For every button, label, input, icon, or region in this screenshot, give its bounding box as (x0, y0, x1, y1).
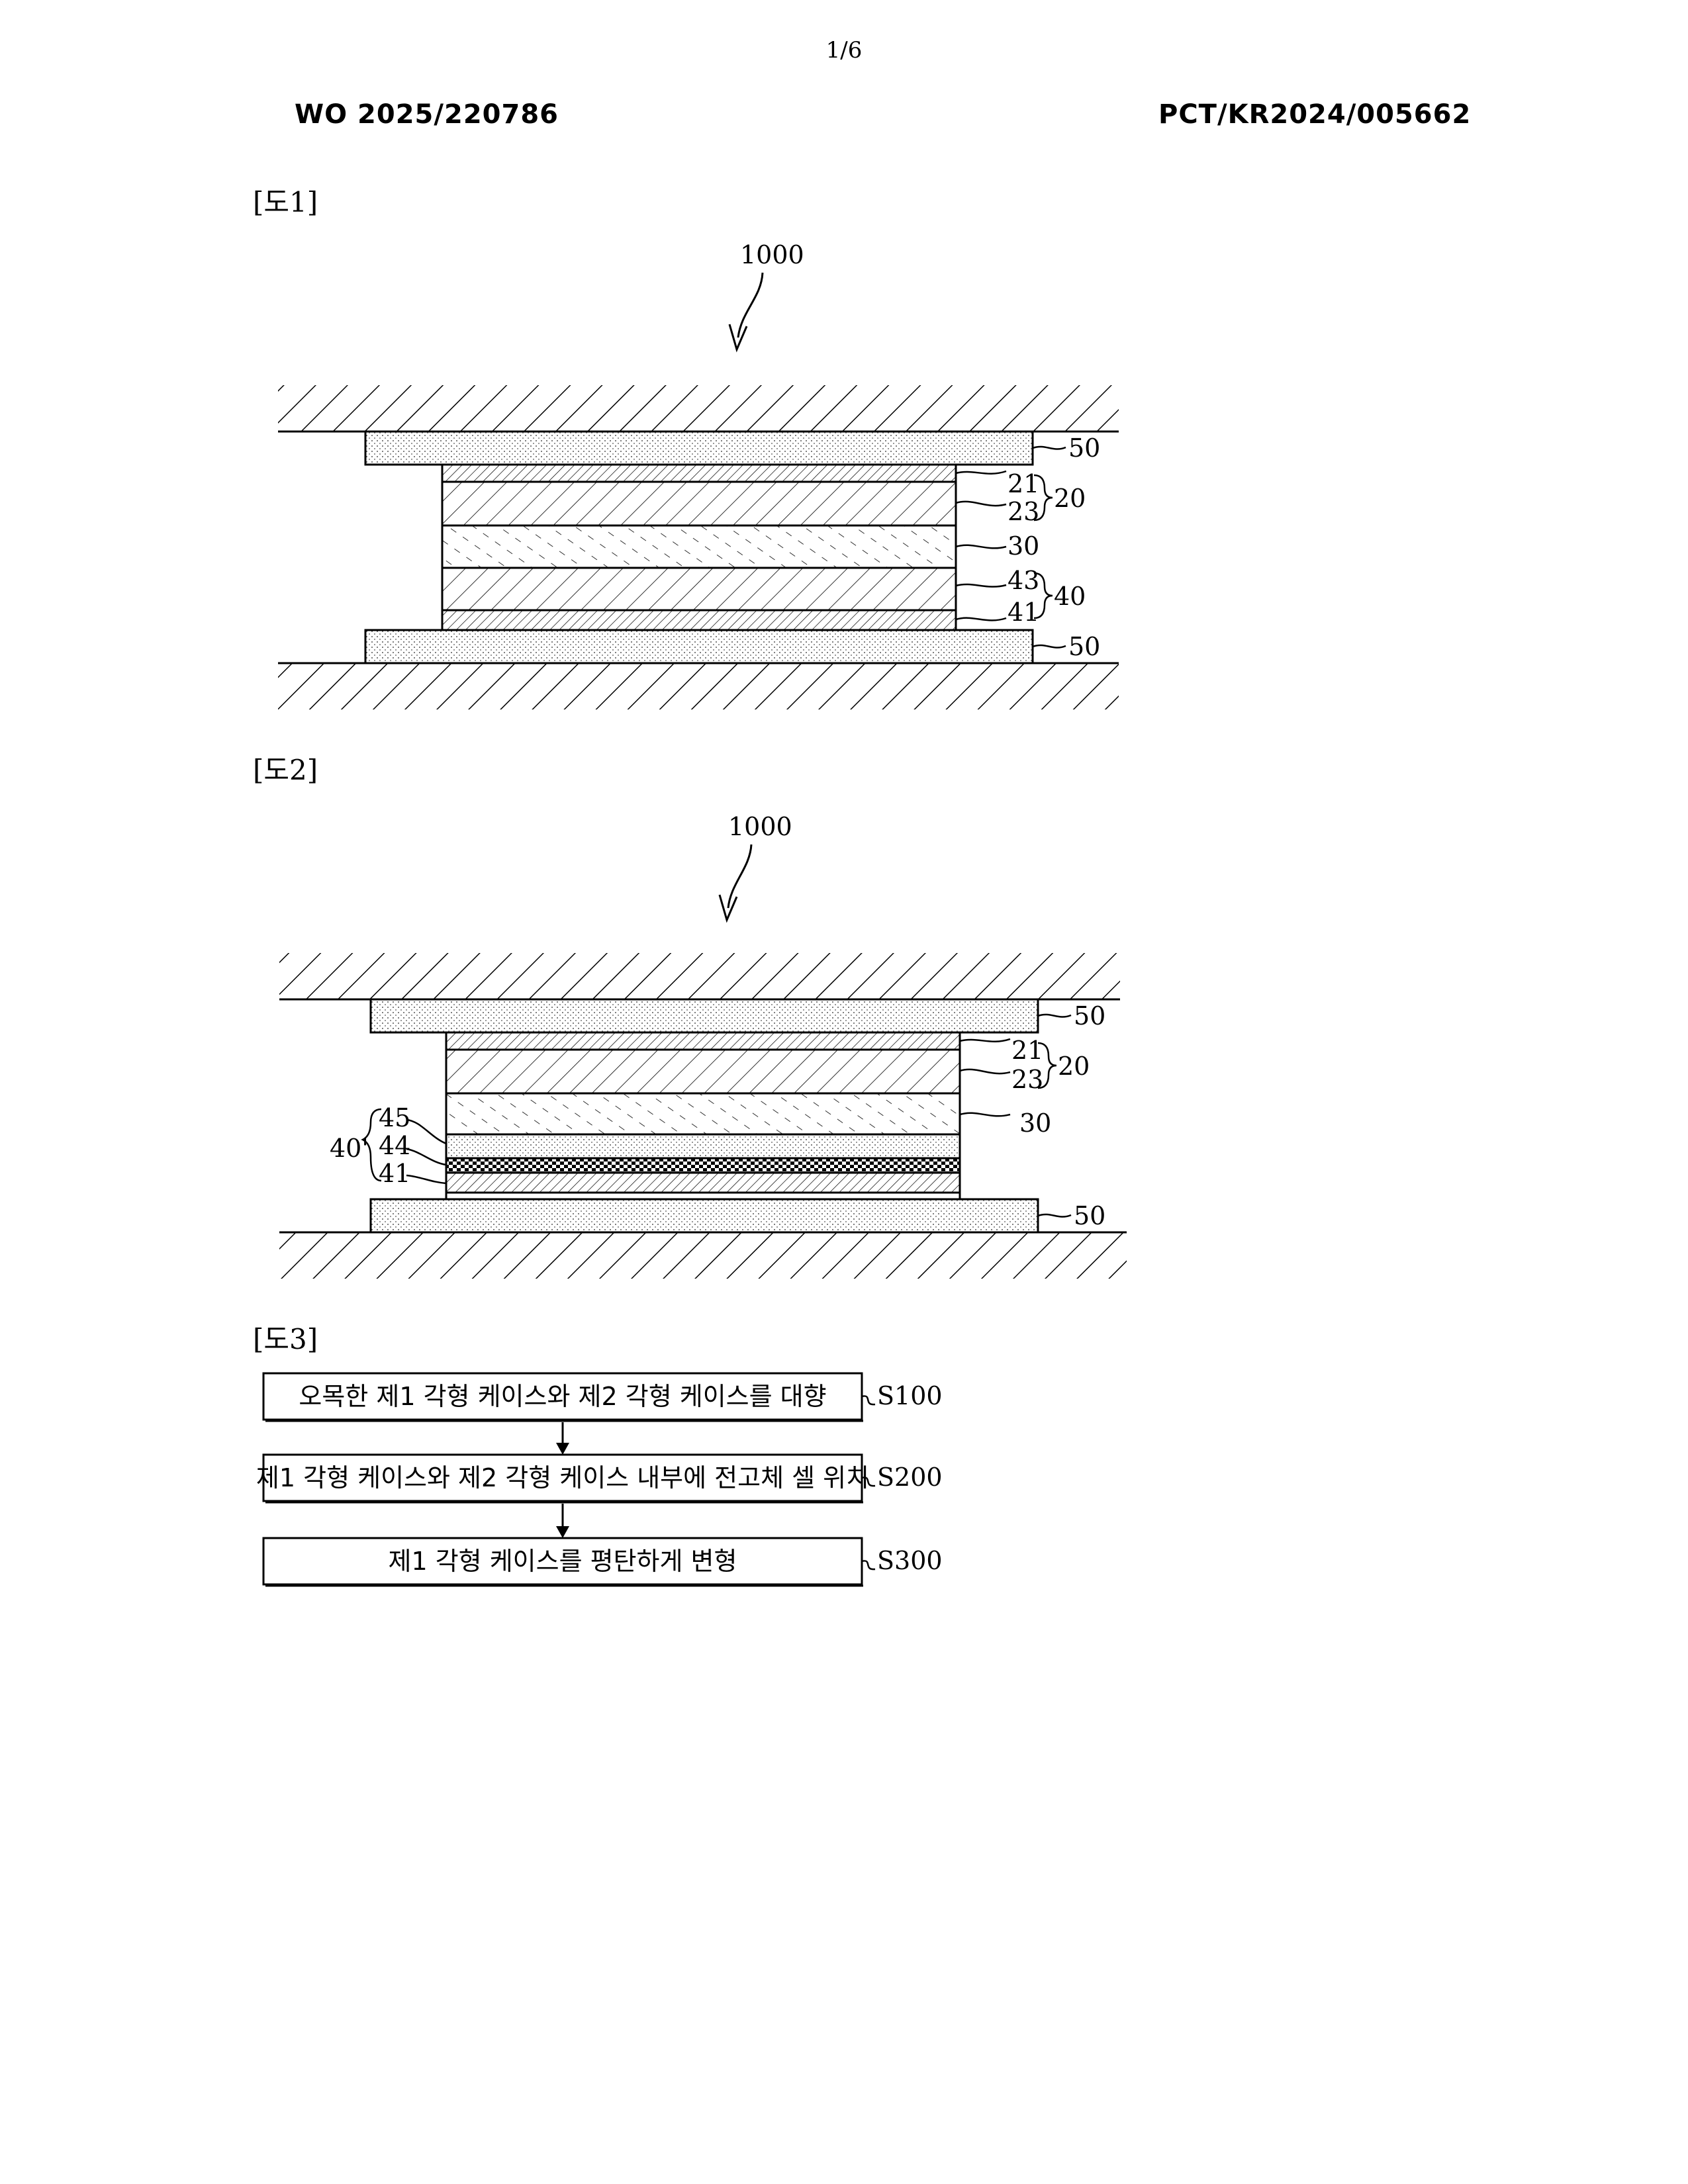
publication-number: WO 2025/220786 (295, 99, 559, 130)
step-s300-ref: S300 (877, 1546, 943, 1575)
fig2-ref-44: 44 (379, 1131, 410, 1160)
step-s100-text: 오목한 제1 각형 케이스와 제2 각형 케이스를 대향 (299, 1382, 826, 1411)
figure3-flowchart: 오목한 제1 각형 케이스와 제2 각형 케이스를 대향 S100 제1 각형 … (0, 1363, 1688, 1602)
application-number: PCT/KR2024/005662 (1158, 99, 1471, 130)
fig2-ref-50-bottom: 50 (1074, 1201, 1105, 1230)
figure1-label: [도1] (253, 180, 318, 220)
fig1-ref-1000: 1000 (740, 240, 804, 269)
fig1-ref-43: 43 (1008, 566, 1039, 595)
fig1-ref-23: 23 (1008, 497, 1039, 526)
fig1-ref-41: 41 (1008, 598, 1039, 627)
step-s200-text: 제1 각형 케이스와 제2 각형 케이스 내부에 전고체 셀 위치 (256, 1463, 869, 1492)
fig1-ref-50-top: 50 (1068, 433, 1100, 463)
fig1-ref-50-bottom: 50 (1068, 632, 1100, 661)
page-number: 1/6 (0, 37, 1688, 64)
figure1-diagram: 1000 50 21 23 20 30 43 41 40 50 (0, 225, 1688, 728)
fig2-ref-41: 41 (379, 1159, 410, 1188)
fig2-ref-30: 30 (1019, 1109, 1051, 1138)
fig2-ref-23: 23 (1011, 1065, 1043, 1094)
fig1-ref-30: 30 (1008, 531, 1039, 561)
fig2-ref-40prime: 40' (330, 1134, 369, 1163)
figure3-label: [도3] (253, 1317, 318, 1357)
fig1-ref-20: 20 (1054, 484, 1086, 513)
fig2-ref-45: 45 (379, 1103, 410, 1132)
fig1-ref-21: 21 (1008, 469, 1039, 498)
fig2-ref-50-top: 50 (1074, 1001, 1105, 1030)
figure2-diagram: 1000 50 21 23 20 30 50 40' 45 44 41 (0, 794, 1688, 1297)
fig2-ref-1000: 1000 (728, 812, 792, 841)
step-s300-text: 제1 각형 케이스를 평탄하게 변형 (389, 1547, 737, 1576)
fig2-ref-20: 20 (1058, 1052, 1090, 1081)
fig1-ref-40: 40 (1054, 582, 1086, 611)
fig2-ref-21: 21 (1011, 1036, 1043, 1065)
step-s200-ref: S200 (877, 1463, 943, 1492)
step-s100-ref: S100 (877, 1381, 943, 1410)
figure2-label: [도2] (253, 748, 318, 788)
